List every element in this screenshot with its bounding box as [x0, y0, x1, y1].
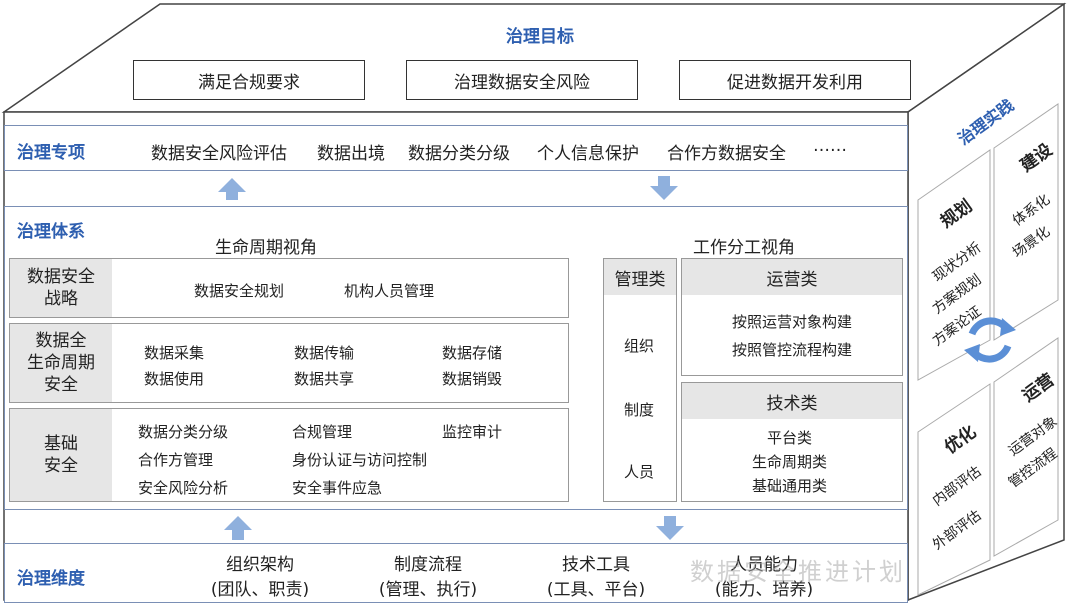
special-item: 合作方数据安全 — [667, 144, 786, 164]
mgmt-item: 组织 — [624, 337, 655, 355]
arrow-down-icon — [650, 176, 678, 200]
ops-item: 按照管控流程构建 — [732, 341, 853, 359]
arrow-up-icon — [218, 178, 246, 200]
lifecycle-item: 数据销毁 — [442, 370, 503, 388]
division-title: 工作分工视角 — [693, 238, 795, 258]
base-label: 基础 安全 — [10, 409, 112, 501]
ops-item: 按照运营对象构建 — [732, 313, 853, 331]
tech-item: 生命周期类 — [752, 453, 828, 471]
special-item: 个人信息保护 — [537, 144, 639, 164]
special-panel: 治理专项 数据安全风险评估 数据出境 数据分类分级 个人信息保护 合作方数据安全… — [4, 125, 908, 171]
base-item: 安全风险分析 — [138, 479, 229, 497]
dimension-panel: 治理维度 组织架构 (团队、职责) 制度流程 (管理、执行) 技术工具 (工具、… — [4, 543, 908, 603]
goal-title: 治理目标 — [506, 27, 574, 47]
ops-block: 运营类 按照运营对象构建 按照管控流程构建 — [681, 258, 903, 376]
base-item: 身份认证与访问控制 — [292, 451, 428, 469]
strategy-block: 数据安全 战略 数据安全规划 机构人员管理 — [9, 258, 569, 318]
goal-risk: 治理数据安全风险 — [406, 60, 638, 100]
goal-utilization: 促进数据开发利用 — [679, 60, 911, 100]
system-panel: 治理体系 生命周期视角 工作分工视角 数据安全 战略 数据安全规划 机构人员管理… — [4, 206, 908, 510]
lifecycle-item: 数据共享 — [294, 370, 355, 388]
lifecycle-item: 数据传输 — [294, 344, 355, 362]
tech-header: 技术类 — [682, 383, 902, 419]
special-item: 数据出境 — [317, 144, 385, 164]
tech-block: 技术类 平台类 生命周期类 基础通用类 — [681, 382, 903, 502]
mgmt-header: 管理类 — [604, 259, 676, 295]
base-item: 安全事件应急 — [292, 479, 383, 497]
lifecycle-label: 数据全 生命周期 安全 — [10, 324, 112, 402]
dimension-item: 技术工具 (工具、平台) — [546, 555, 646, 600]
special-item: 数据安全风险评估 — [151, 144, 287, 164]
dimension-item: 制度流程 (管理、执行) — [378, 555, 478, 600]
lifecycle-item: 数据存储 — [442, 344, 503, 362]
base-item: 数据分类分级 — [138, 423, 229, 441]
dimension-title: 治理维度 — [17, 569, 85, 589]
base-item: 合作方管理 — [138, 451, 214, 469]
lifecycle-title: 生命周期视角 — [215, 238, 317, 258]
strategy-item: 机构人员管理 — [344, 282, 435, 300]
base-item: 监控审计 — [442, 423, 503, 441]
lifecycle-item: 数据使用 — [144, 370, 205, 388]
special-title: 治理专项 — [17, 143, 85, 163]
dimension-item: 组织架构 (团队、职责) — [210, 555, 310, 600]
base-block: 基础 安全 数据分类分级 合规管理 监控审计 合作方管理 身份认证与访问控制 安… — [9, 408, 569, 502]
mgmt-item: 制度 — [624, 401, 655, 419]
strategy-label: 数据安全 战略 — [10, 259, 112, 317]
lifecycle-block: 数据全 生命周期 安全 数据采集 数据传输 数据存储 数据使用 数据共享 数据销… — [9, 323, 569, 403]
watermark: 数据安全推进计划 — [690, 558, 906, 586]
arrow-down-icon — [656, 516, 684, 540]
tech-item: 平台类 — [767, 429, 813, 447]
ops-header: 运营类 — [682, 259, 902, 295]
strategy-item: 数据安全规划 — [194, 282, 285, 300]
lifecycle-item: 数据采集 — [144, 344, 205, 362]
mgmt-column: 管理类 组织 制度 人员 — [603, 258, 677, 502]
tech-item: 基础通用类 — [752, 477, 828, 495]
arrow-up-icon — [224, 516, 252, 540]
mgmt-item: 人员 — [624, 463, 655, 481]
system-title: 治理体系 — [17, 222, 85, 242]
dimension-item: 人员能力 (能力、培养) — [714, 555, 814, 600]
special-item: …… — [813, 136, 847, 156]
cycle-icon — [964, 317, 1016, 363]
goal-compliance: 满足合规要求 — [133, 60, 365, 100]
special-item: 数据分类分级 — [408, 144, 510, 164]
base-item: 合规管理 — [292, 423, 353, 441]
